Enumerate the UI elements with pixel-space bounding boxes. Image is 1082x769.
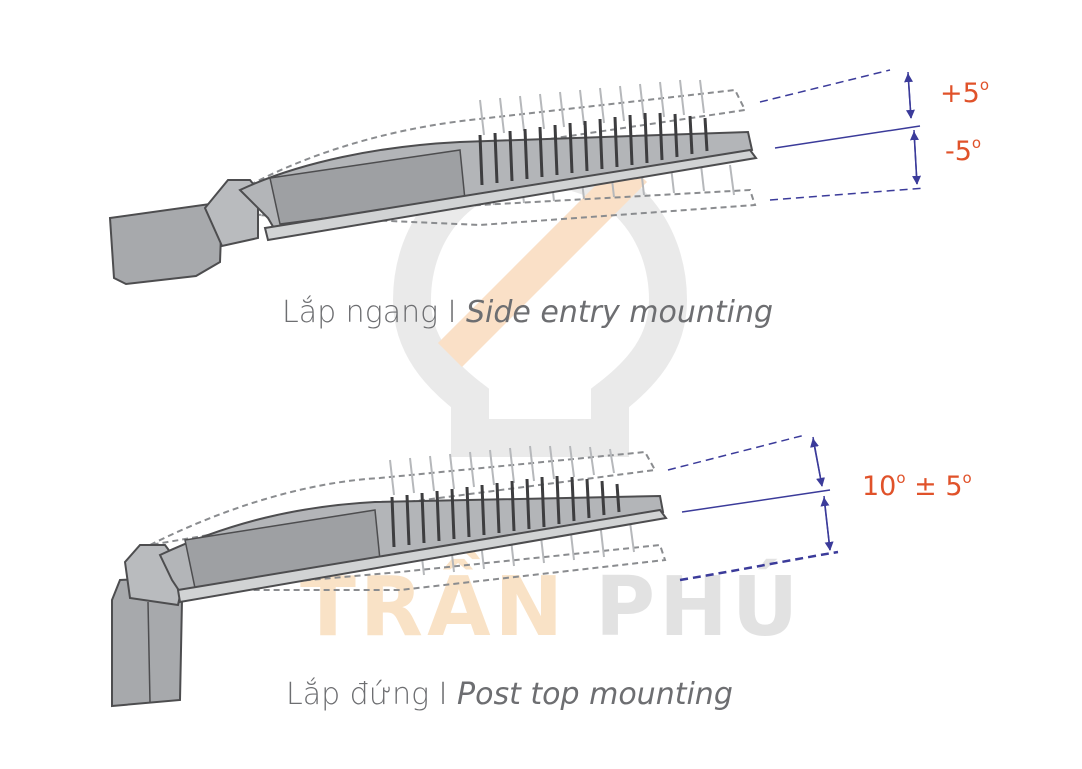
angle-range-label: 10o ± 5o <box>862 469 972 502</box>
side-entry-lamp <box>108 79 758 286</box>
post-top-dimension <box>667 434 839 582</box>
side-entry-dimension <box>759 69 926 201</box>
post-top-caption: Lắp đứng I Post top mounting <box>286 677 733 712</box>
angle-minus-label: -5o <box>945 134 981 167</box>
watermark-brand-right: PHÚ <box>595 558 802 655</box>
post-top-lamp <box>111 445 668 708</box>
watermark: TRẦN PHÚ <box>300 148 802 655</box>
angle-plus-label: +5o <box>940 76 989 109</box>
lightbulb-logo-icon <box>392 148 688 457</box>
side-entry-caption: Lắp ngang I Side entry mounting <box>282 295 773 330</box>
